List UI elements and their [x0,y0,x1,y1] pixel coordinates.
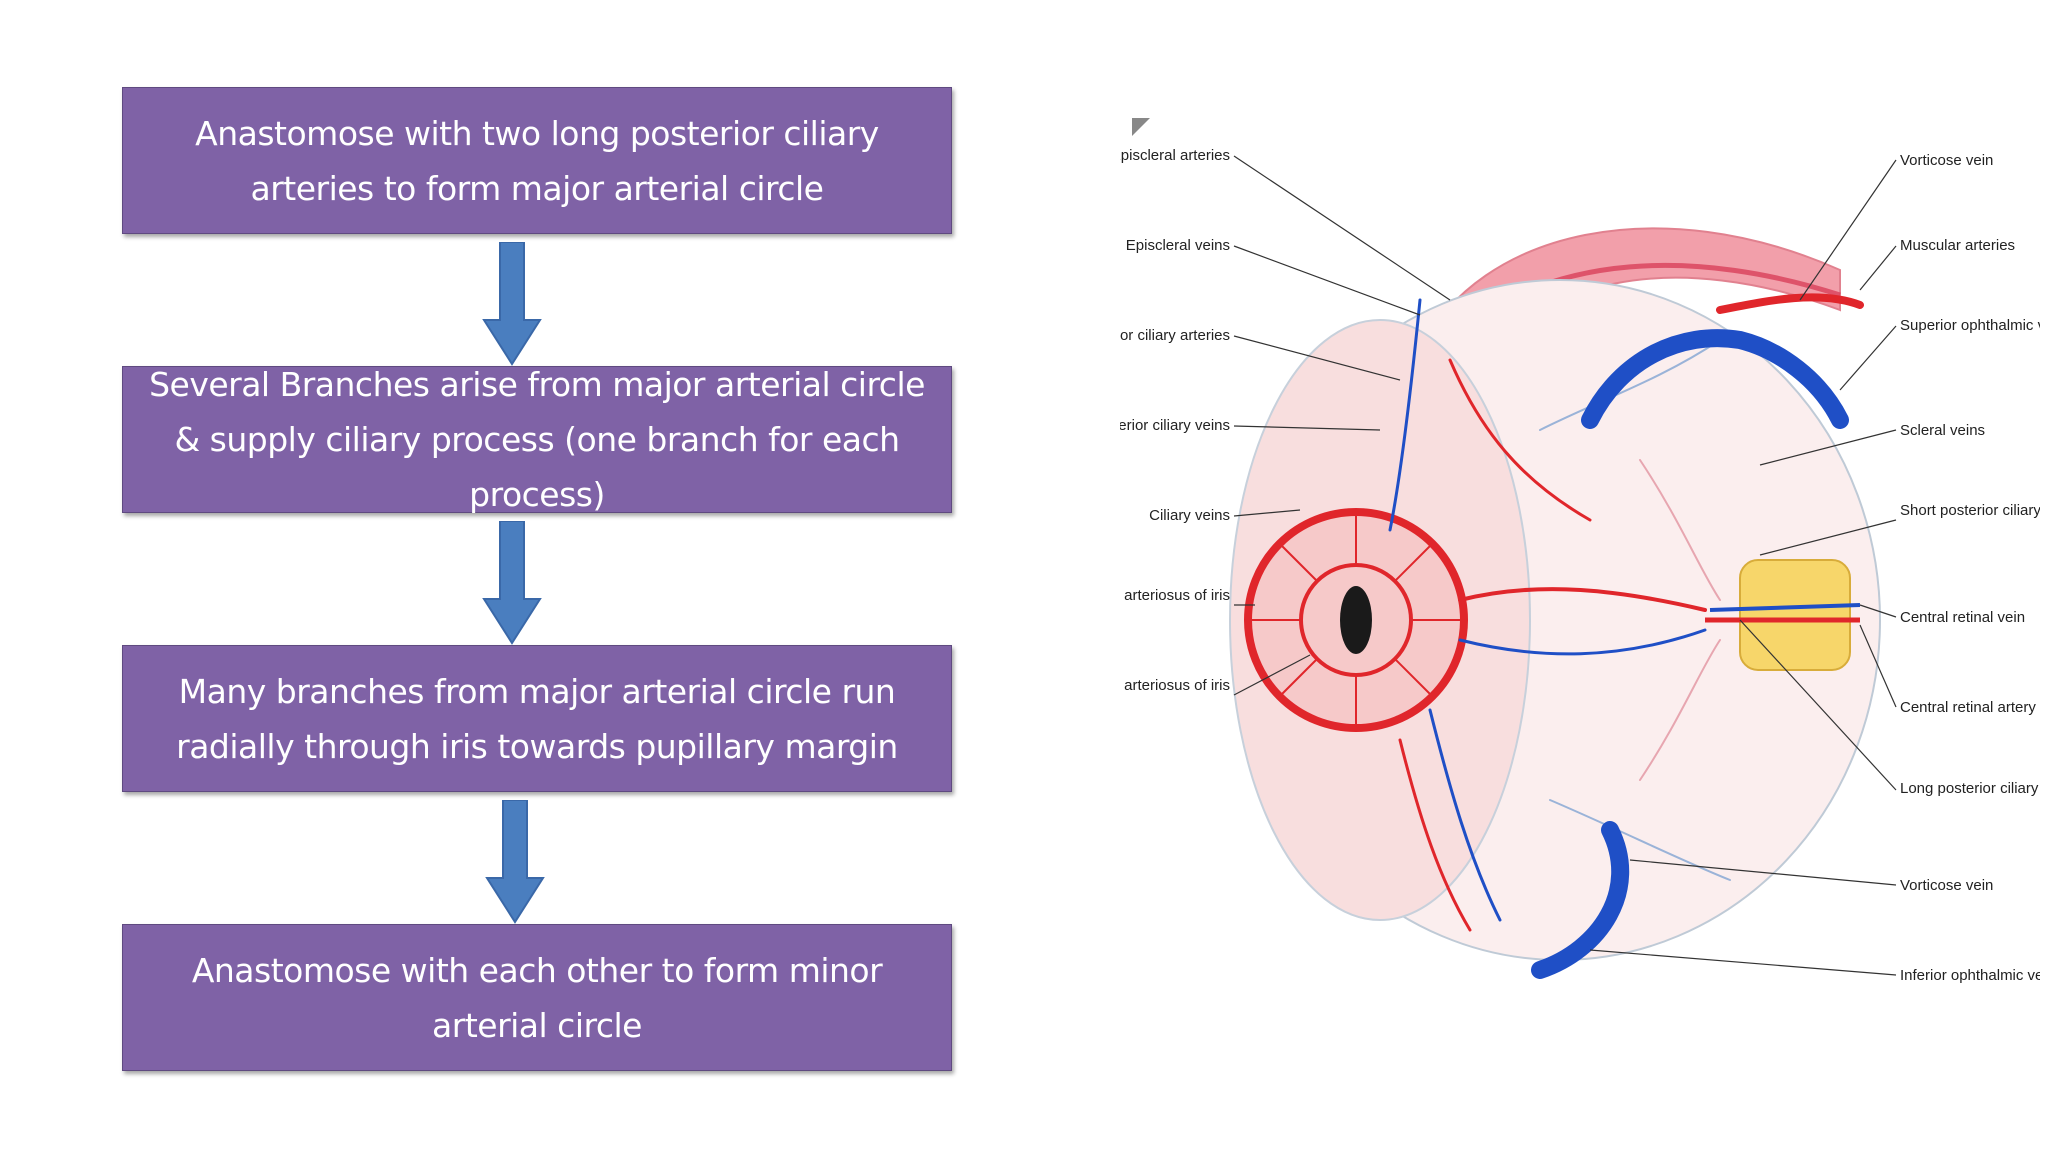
optic-nerve [1739,559,1851,671]
left-labels: Episcleral arteries Episcleral veins Ant… [1120,147,1451,696]
label-anterior-ciliary-arteries: Anterior ciliary arteries [1120,327,1230,344]
flow-step-1: Anastomose with two long posterior cilia… [122,87,952,234]
label-major-circulus: Major circulus arteriosus of iris [1120,587,1230,604]
label-scleral-veins: Scleral veins [1900,422,1985,439]
label-inferior-ophthalmic-vein: Inferior ophthalmic vein [1900,967,2040,984]
flow-step-3-text: Many branches from major arterial circle… [176,671,898,766]
flow-step-2-text: Several Branches arise from major arteri… [149,365,925,514]
down-arrow-2 [482,521,542,645]
label-superior-ophthalmic-vein: Superior ophthalmic vein [1900,317,2040,334]
label-muscular-arteries: Muscular arteries [1900,237,2015,254]
label-central-retinal-artery: Central retinal artery [1900,699,2036,716]
flow-step-2: Several Branches arise from major arteri… [122,365,952,514]
label-vorticose-vein-top: Vorticose vein [1900,152,1993,169]
label-minor-circulus: Minor circulus arteriosus of iris [1120,677,1230,694]
eye-vascular-diagram: Episcleral arteries Episcleral veins Ant… [1120,118,2040,984]
flow-step-4: Anastomose with each other to form minor… [122,924,952,1071]
flow-step-4-text: Anastomose with each other to form minor… [191,950,883,1045]
pupil [1340,586,1372,654]
down-arrow-3 [485,800,545,924]
flow-step-3: Many branches from major arterial circle… [122,645,952,792]
right-labels: Vorticose vein Muscular arteries Superio… [1589,152,2040,984]
label-long-posterior-ciliary: Long posterior ciliary arteries [1900,780,2040,797]
down-arrow-1 [482,242,542,366]
label-episcleral-veins: Episcleral veins [1126,237,1230,254]
label-anterior-ciliary-veins: Anterior ciliary veins [1120,417,1230,434]
corner-mark [1132,118,1150,136]
label-vorticose-vein-bottom: Vorticose vein [1900,877,1993,894]
inferior-ophthalmic-vein [1531,821,1630,979]
label-central-retinal-vein: Central retinal vein [1900,609,2025,626]
flow-step-1-text: Anastomose with two long posterior cilia… [195,113,879,208]
label-ciliary-veins: Ciliary veins [1149,507,1230,524]
label-short-posterior-ciliary: Short posterior ciliary arteries [1900,502,2040,519]
label-episcleral-arteries: Episcleral arteries [1120,147,1230,164]
superior-ophthalmic-vein [1581,329,1849,429]
